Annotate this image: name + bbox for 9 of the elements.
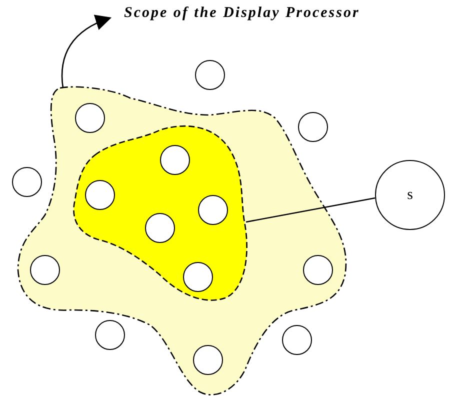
node-circle — [195, 60, 225, 90]
scope-title: Scope of the Display Processor — [124, 5, 459, 27]
node-circle — [282, 325, 312, 355]
node-circle — [12, 167, 42, 197]
arrow — [61, 15, 112, 88]
node-circle — [95, 320, 125, 350]
connector-line — [246, 197, 376, 223]
node-circle: s — [375, 160, 445, 230]
node-circle — [298, 112, 328, 142]
